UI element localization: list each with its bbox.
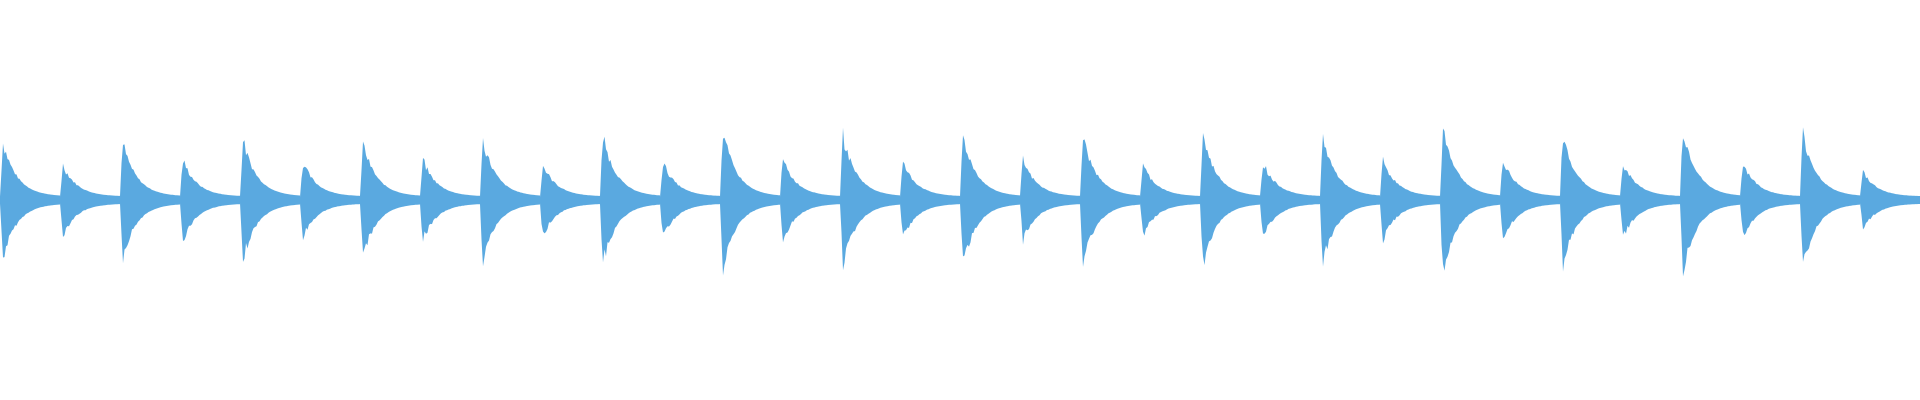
waveform-beat-24: [1380, 156, 1440, 244]
waveform-beat-9: [480, 138, 540, 267]
waveform-beat-18: [1020, 155, 1080, 245]
waveform-beat-7: [360, 141, 420, 253]
waveform-beat-14: [780, 159, 840, 243]
waveform-beat-17: [960, 135, 1020, 257]
waveform-beat-28: [1620, 166, 1680, 235]
waveform-beat-25: [1440, 128, 1500, 271]
waveform-beat-10: [540, 165, 600, 234]
waveform-beat-6: [300, 166, 360, 241]
waveform-beat-22: [1260, 166, 1320, 234]
waveform-beat-30: [1740, 166, 1800, 236]
waveform-beat-13: [720, 137, 780, 276]
waveform-beat-32: [1860, 169, 1920, 230]
waveform-beat-4: [180, 160, 240, 241]
waveform-beat-8: [420, 157, 480, 242]
waveform-beat-21: [1200, 133, 1260, 266]
waveform-beat-20: [1140, 163, 1200, 236]
waveform-beat-15: [840, 127, 900, 271]
waveform-beat-1: [0, 143, 60, 258]
waveform-beat-19: [1080, 139, 1140, 267]
waveform-beat-16: [900, 161, 960, 235]
waveform-beat-26: [1500, 162, 1560, 239]
waveform-beat-29: [1680, 138, 1740, 277]
waveform-beat-3: [120, 144, 180, 264]
waveform-beat-11: [600, 136, 660, 263]
waveform-beat-23: [1320, 133, 1380, 267]
waveform-beat-31: [1800, 127, 1860, 262]
waveform-beat-27: [1560, 141, 1620, 272]
waveform-beat-5: [240, 140, 300, 262]
waveform-beat-12: [660, 163, 720, 233]
waveform-beat-2: [60, 163, 120, 237]
